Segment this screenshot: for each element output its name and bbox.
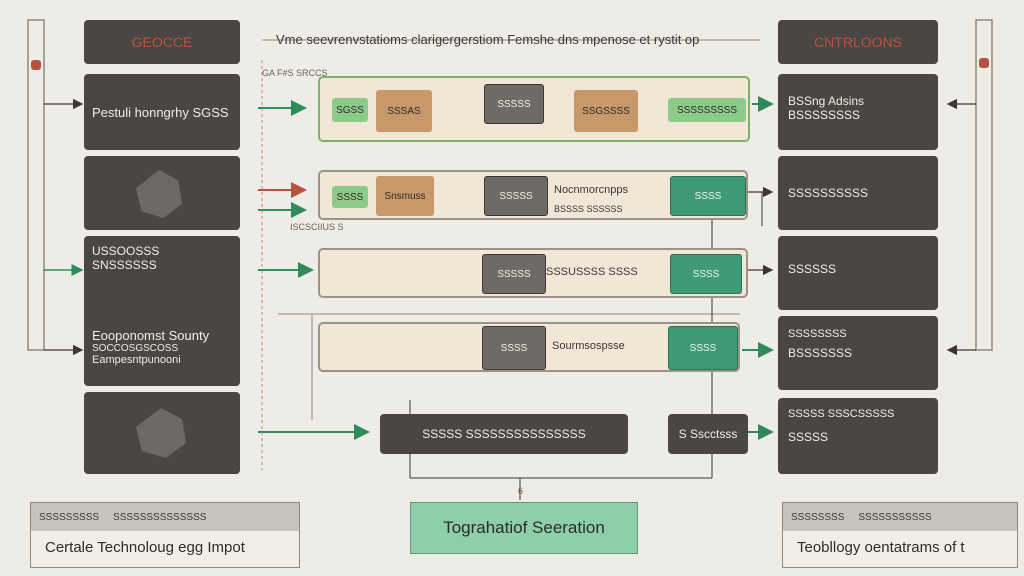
- row2-text: Nocnmorcnpps: [554, 184, 628, 196]
- footer-left-header-a: SSSSSSSSS: [39, 511, 100, 523]
- row4-chip3[interactable]: SSSS: [482, 326, 546, 370]
- small-mark: 6: [518, 486, 524, 496]
- footer-right-header-a: SSSSSSSS: [791, 511, 845, 523]
- header-left-box[interactable]: GEOCCE: [84, 20, 240, 64]
- bottom-left-label: SSSSS SSSSSSSSSSSSSSS: [422, 427, 586, 441]
- left-box-3-title: USSOOSSS: [92, 244, 160, 258]
- left-box-3-sub: SNSSSSSS: [92, 258, 157, 272]
- footer-center-label: Tograhatiof Seeration: [443, 518, 605, 537]
- right-box-3[interactable]: SSSSSS: [778, 236, 938, 310]
- bottom-right-label: S Sscctsss: [678, 427, 738, 441]
- row2-chip3[interactable]: SSSSS: [484, 176, 548, 216]
- bottom-right-box[interactable]: S Sscctsss: [668, 414, 748, 454]
- row2-chip5[interactable]: SSSS: [670, 176, 746, 216]
- left-box-3[interactable]: USSOOSSS SNSSSSSS Eooponomst Sounty SOCC…: [84, 236, 240, 386]
- left-box-2[interactable]: [84, 156, 240, 230]
- right-box-4[interactable]: SSSSSSSS BSSSSSSS: [778, 316, 938, 390]
- row3-chip5[interactable]: SSSS: [670, 254, 742, 294]
- footer-right-text: Teobllogy oentatrams of t: [797, 539, 965, 556]
- header-right-label: CNTRLOONS: [814, 34, 902, 50]
- footer-left-header-b: SSSSSSSSSSSSSS: [113, 511, 207, 523]
- left-box-1-label: Pestuli honngrhy SGSS: [92, 104, 229, 120]
- row1-chip4[interactable]: SSGSSSS: [574, 90, 638, 132]
- left-box-3-body: Eooponomst Sounty: [92, 328, 210, 343]
- left-box-4[interactable]: [84, 392, 240, 474]
- footer-right-header: SSSSSSSS SSSSSSSSSSS: [783, 503, 1017, 531]
- header-left-label: GEOCCE: [131, 34, 193, 50]
- process-row-1[interactable]: SGSS SSSAS SSSSS SSGSSSS SSSSSSSSS: [318, 76, 750, 142]
- row3-text: SSSUSSSS SSSS: [546, 266, 638, 278]
- row1-chip2[interactable]: SSSAS: [376, 90, 432, 132]
- footer-right-header-b: SSSSSSSSSSS: [858, 511, 932, 523]
- right-box-4-line2: BSSSSSSS: [788, 346, 853, 360]
- footer-left-text: Certale Technoloug egg Impot: [45, 539, 245, 556]
- footer-left-header: SSSSSSSSS SSSSSSSSSSSSSS: [31, 503, 299, 531]
- footer-right-card[interactable]: SSSSSSSS SSSSSSSSSSS Teobllogy oentatram…: [782, 502, 1018, 568]
- right-box-5-line1: SSSSS SSSCSSSSS: [788, 408, 895, 420]
- row1-chip5[interactable]: SSSSSSSSS: [668, 98, 746, 122]
- header-title: Vme seevrenvstatioms clarigergerstiom Fe…: [276, 32, 700, 47]
- right-box-4-line1: SSSSSSSS: [788, 328, 847, 340]
- process-row-2[interactable]: SSSS Snsmuss SSSSS Nocnmorcnpps BSSSS SS…: [318, 170, 748, 220]
- mid-note: ISCSCIIUS S: [290, 222, 344, 232]
- right-box-1-line1: BSSng Adsins: [788, 94, 865, 108]
- right-box-5-line2: SSSSS: [788, 430, 829, 444]
- header-right-box[interactable]: CNTRLOONS: [778, 20, 938, 64]
- right-box-3-line1: SSSSSS: [788, 262, 837, 276]
- process-row-4[interactable]: SSSS Sourmsospsse SSSS: [318, 322, 740, 372]
- right-box-1[interactable]: BSSng Adsins BSSSSSSSS: [778, 74, 938, 150]
- process-row-3[interactable]: SSSSS SSSUSSSS SSSS SSSS: [318, 248, 748, 298]
- right-box-5[interactable]: SSSSS SSSCSSSSS SSSSS: [778, 398, 938, 474]
- polygon-icon: [136, 170, 182, 218]
- footer-center-card[interactable]: Tograhatiof Seeration: [410, 502, 638, 554]
- row1-chip3[interactable]: SSSSS: [484, 84, 544, 124]
- footer-left-card[interactable]: SSSSSSSSS SSSSSSSSSSSSSS Certale Technol…: [30, 502, 300, 568]
- row4-text: Sourmsospsse: [552, 340, 625, 352]
- polygon-icon: [136, 408, 186, 458]
- row2-text2: BSSSS SSSSSS: [554, 204, 623, 214]
- right-box-1-line2: BSSSSSSSS: [788, 108, 861, 122]
- row2-chip1[interactable]: SSSS: [332, 186, 368, 208]
- right-box-2[interactable]: SSSSSSSSSS: [778, 156, 938, 230]
- left-box-3-line3: Eampesntpunooni: [92, 354, 181, 366]
- top-note: GA F#S SRCCS: [262, 68, 328, 78]
- left-box-1[interactable]: Pestuli honngrhy SGSS: [84, 74, 240, 150]
- right-box-2-line1: SSSSSSSSSS: [788, 186, 869, 200]
- row2-chip2[interactable]: Snsmuss: [376, 176, 434, 216]
- row4-chip5[interactable]: SSSS: [668, 326, 738, 370]
- bottom-left-box[interactable]: SSSSS SSSSSSSSSSSSSSS: [380, 414, 628, 454]
- row3-chip3[interactable]: SSSSS: [482, 254, 546, 294]
- left-box-3-line2: SOCCOSGSCOSS: [92, 343, 179, 354]
- row1-chip1[interactable]: SGSS: [332, 98, 368, 122]
